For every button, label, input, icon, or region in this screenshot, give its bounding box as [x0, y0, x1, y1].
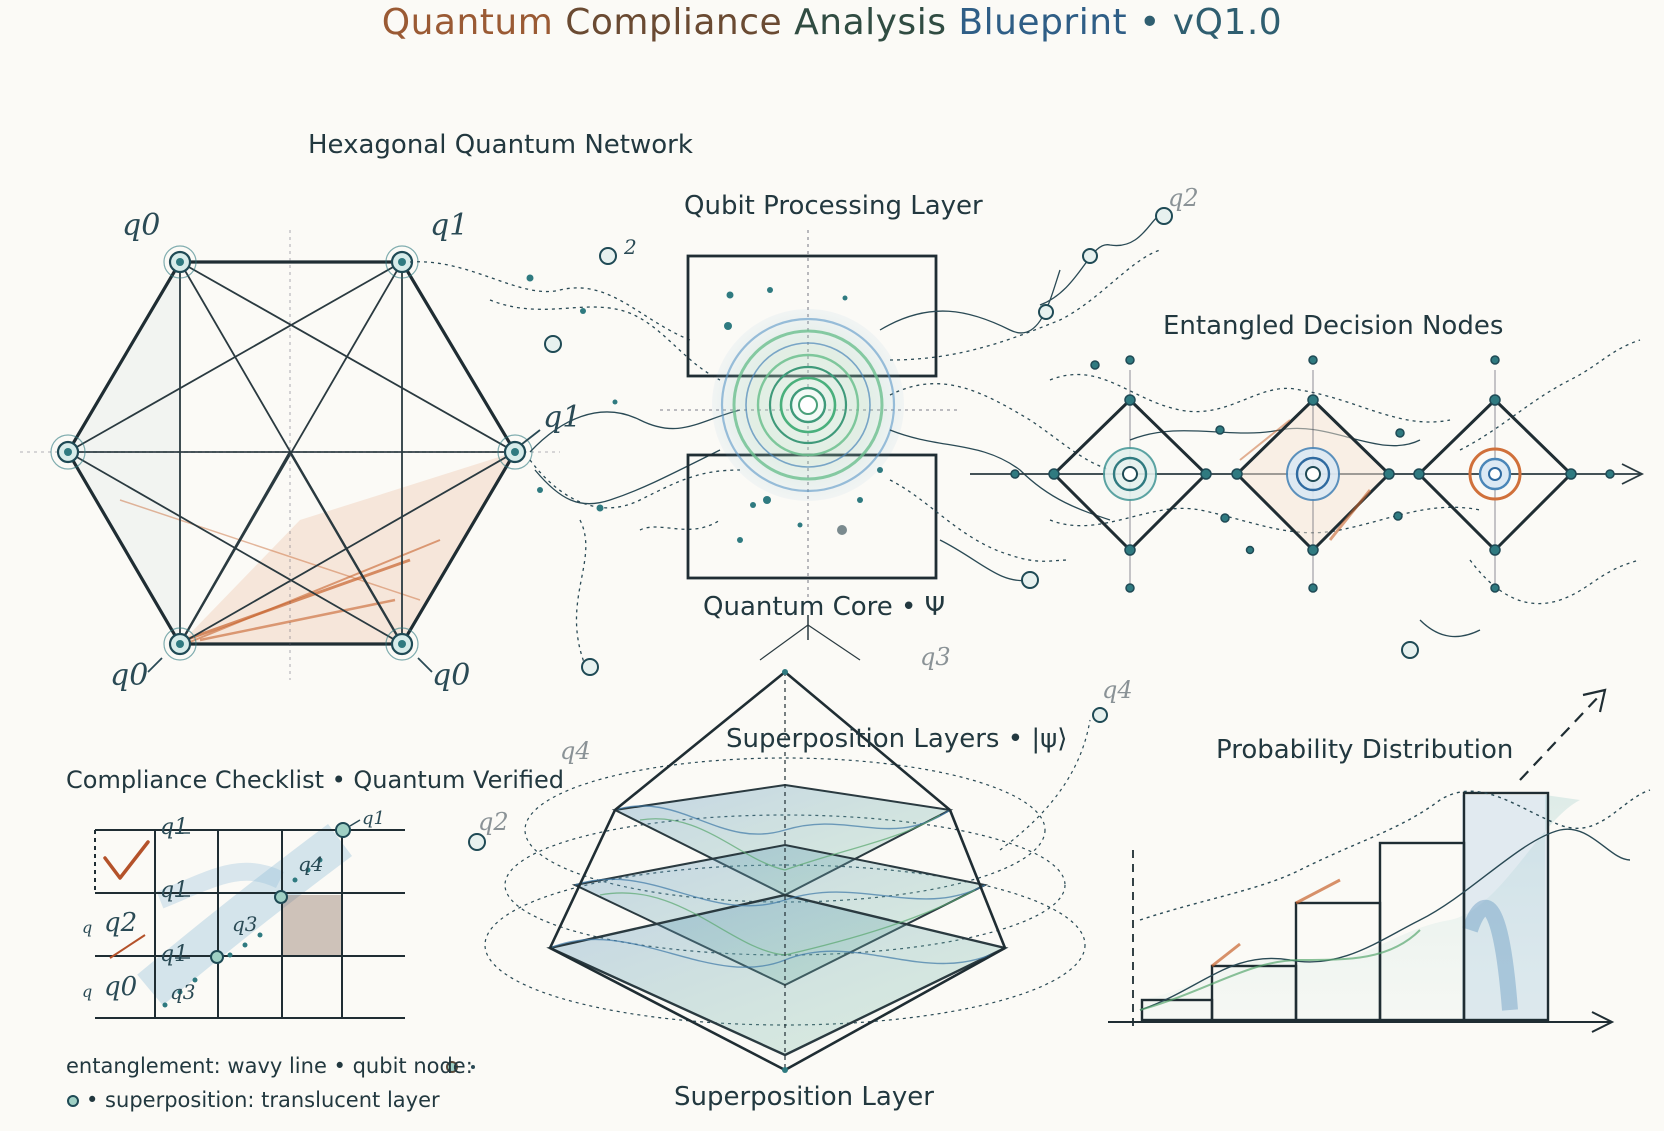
hex-node-bottom-right[interactable]: [385, 627, 419, 661]
check-mark-icon: [103, 840, 150, 880]
superposition-stack: [484, 669, 1091, 1073]
q2-floating-node: [468, 833, 486, 851]
entanglement-curves: [409, 261, 741, 666]
floating-label-q2-top: q2: [1168, 184, 1199, 212]
grid-row-label-1: q1: [160, 815, 189, 840]
section-qubit-layer: Qubit Processing Layer: [684, 191, 983, 221]
hex-node-top-left[interactable]: [163, 245, 197, 279]
hex-label-right: q1: [543, 400, 582, 435]
grid-diag-label-q4: q4: [298, 852, 324, 876]
grid-diag-label-q3-a: q3: [232, 912, 258, 936]
hexagonal-network: [20, 230, 560, 680]
hex-node-bottom-left[interactable]: [163, 627, 197, 661]
floating-label-2: 2: [624, 235, 637, 259]
floating-qubits-left: [526, 247, 618, 676]
qubit-processing-layer: [660, 230, 1161, 661]
hex-label-top-left: q0: [122, 208, 161, 243]
probability-distribution: [1108, 688, 1651, 1033]
decision-node-2[interactable]: [1286, 447, 1340, 501]
quantum-core-rings: [712, 309, 904, 501]
compliance-grid: [94, 819, 405, 1019]
title-word-analysis: Analysis: [794, 2, 947, 43]
section-superposition-layers: Superposition Layers • |ψ⟩: [726, 724, 1068, 754]
hex-label-top-right: q1: [430, 208, 469, 243]
section-checklist: Compliance Checklist • Quantum Verified: [66, 766, 565, 794]
floating-label-q2-check: q2: [478, 808, 509, 836]
legend-superposition-icon: [67, 1095, 79, 1107]
legend-line-2: • superposition: translucent layer: [86, 1088, 440, 1112]
grid-small-label-2: q: [82, 982, 93, 1001]
title-separator: •: [1139, 2, 1161, 43]
hex-node-right[interactable]: [497, 434, 533, 470]
hex-label-bottom-right: q0: [432, 658, 471, 693]
grid-left-label-q0: q0: [104, 972, 138, 1002]
section-hex-network: Hexagonal Quantum Network: [308, 130, 693, 160]
grid-row-label-3: q1: [160, 942, 189, 967]
grid-small-label-1: q: [82, 918, 93, 937]
floating-label-q4-right: q4: [1102, 676, 1133, 704]
title-version: vQ1.0: [1172, 2, 1283, 43]
hex-node-top-right[interactable]: [385, 245, 419, 279]
hex-label-bottom-left: q0: [110, 658, 149, 693]
title-word-compliance: Compliance: [565, 2, 783, 43]
entangled-decision-nodes: [970, 207, 1645, 659]
section-probability: Probability Distribution: [1216, 735, 1514, 765]
section-entangled-nodes: Entangled Decision Nodes: [1163, 311, 1504, 341]
legend-line-1: entanglement: wavy line • qubit node:: [66, 1054, 473, 1078]
grid-diag-label-q1: q1: [362, 808, 385, 829]
page-title: Quantum Compliance Analysis Blueprint • …: [0, 2, 1664, 43]
decision-node-1[interactable]: [1103, 447, 1157, 501]
section-superposition-layer: Superposition Layer: [674, 1082, 934, 1112]
grid-row-label-2: q1: [160, 878, 189, 903]
legend-qubit-node-icon: [446, 1061, 475, 1073]
title-word-quantum: Quantum: [381, 2, 554, 43]
grid-left-label-q2: q2: [104, 908, 138, 938]
decision-node-3[interactable]: [1468, 447, 1522, 501]
grid-diag-label-q3-b: q3: [170, 980, 196, 1004]
section-quantum-core: Quantum Core • Ψ: [703, 592, 946, 622]
hex-node-left[interactable]: [50, 434, 86, 470]
title-word-blueprint: Blueprint: [958, 2, 1128, 43]
q4-floating-node: [1092, 707, 1108, 723]
floating-label-q4-left: q4: [560, 737, 591, 765]
floating-label-q3: q3: [920, 643, 951, 671]
